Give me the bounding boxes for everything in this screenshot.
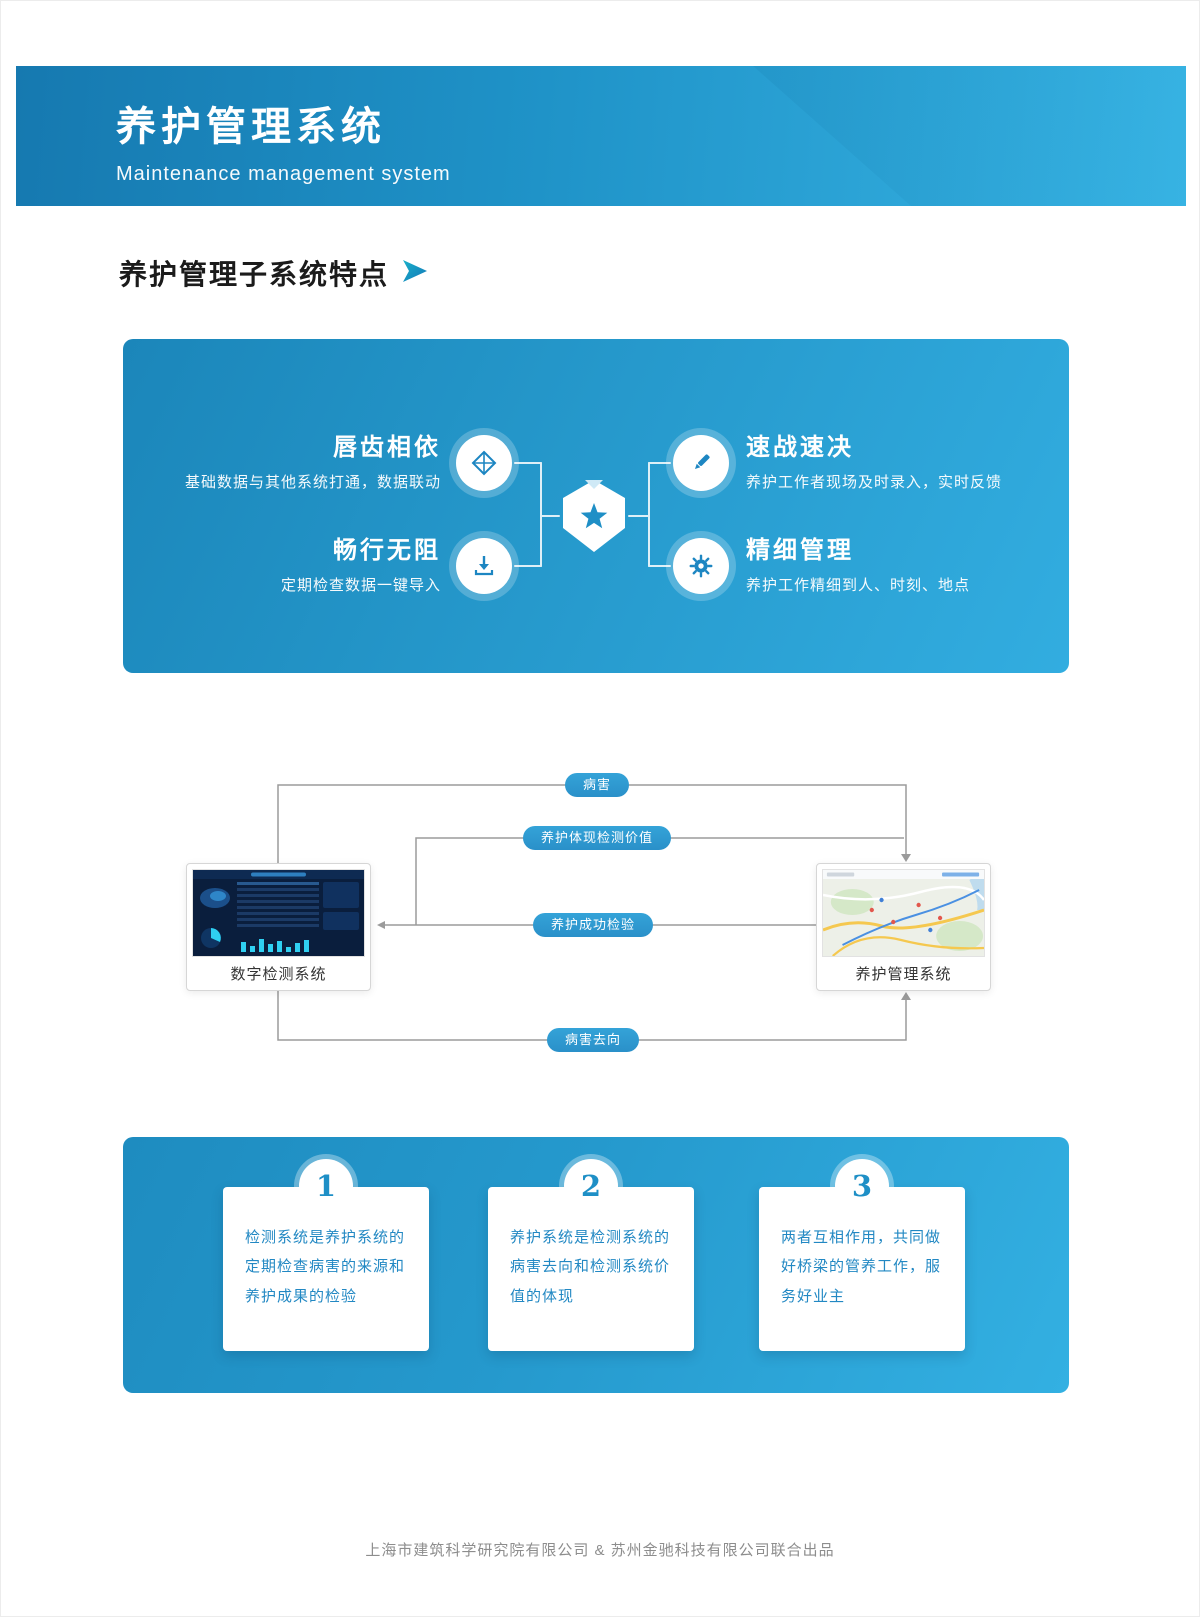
flow-label-disease-destination: 病害去向 <box>546 1028 640 1052</box>
dashboard-thumbnail <box>192 869 365 957</box>
step-card-1: 1 检测系统是养护系统的定期检查病害的来源和养护成果的检验 <box>223 1159 429 1351</box>
download-icon <box>456 538 512 594</box>
header-banner: 养护管理系统 Maintenance management system <box>16 66 1186 206</box>
step-number-badge: 1 <box>299 1159 353 1213</box>
steps-panel: 1 检测系统是养护系统的定期检查病害的来源和养护成果的检验 2 养护系统是检测系… <box>123 1137 1069 1393</box>
flow-connector-lines <box>277 784 911 1041</box>
flow-label-maintenance-reflects-detection-value: 养护体现检测价值 <box>522 826 672 850</box>
feature-item-import: 畅行无阻 定期检查数据一键导入 <box>141 530 441 595</box>
step-text: 养护系统是检测系统的病害去向和检测系统价值的体现 <box>510 1229 671 1305</box>
feature-item-fine-management: 精细管理 养护工作精细到人、时刻、地点 <box>746 530 1046 595</box>
feature-item-realtime: 速战速决 养护工作者现场及时录入，实时反馈 <box>746 427 1046 492</box>
feature-connector-lines <box>514 462 671 567</box>
feature-title: 精细管理 <box>746 537 854 564</box>
star-badge-icon <box>559 478 629 559</box>
step-number-badge: 2 <box>564 1159 618 1213</box>
feature-desc: 基础数据与其他系统打通，数据联动 <box>184 474 441 491</box>
features-panel: 唇齿相依 基础数据与其他系统打通，数据联动 畅行无阻 定期检查数据一键导入 速战… <box>123 339 1069 673</box>
feature-desc: 养护工作精细到人、时刻、地点 <box>746 577 971 594</box>
system-relationship-diagram: 数字检测系统 <box>1 761 1199 1061</box>
map-thumbnail <box>822 869 985 957</box>
step-card-2: 2 养护系统是检测系统的病害去向和检测系统价值的体现 <box>488 1159 694 1351</box>
section-arrow-icon <box>401 259 429 288</box>
section-heading: 养护管理子系统特点 <box>119 253 429 293</box>
section-heading-text: 养护管理子系统特点 <box>119 259 390 290</box>
gear-icon <box>673 538 729 594</box>
page-subtitle: Maintenance management system <box>116 163 451 185</box>
step-text: 两者互相作用，共同做好桥梁的管养工作，服务好业主 <box>781 1229 942 1305</box>
step-number-badge: 3 <box>835 1159 889 1213</box>
step-card-3: 3 两者互相作用，共同做好桥梁的管养工作，服务好业主 <box>759 1159 965 1351</box>
flow-label-disease: 病害 <box>564 773 630 797</box>
footer-credit: 上海市建筑科学研究院有限公司 & 苏州金驰科技有限公司联合出品 <box>365 1542 835 1559</box>
feature-item-data-link: 唇齿相依 基础数据与其他系统打通，数据联动 <box>141 427 441 492</box>
feature-title: 唇齿相依 <box>333 434 441 461</box>
banner-text: 养护管理系统 Maintenance management system <box>116 94 451 186</box>
step-text: 检测系统是养护系统的定期检查病害的来源和养护成果的检验 <box>245 1229 406 1305</box>
feature-desc: 养护工作者现场及时录入，实时反馈 <box>746 474 1003 491</box>
pen-icon <box>673 435 729 491</box>
node-label: 养护管理系统 <box>855 966 952 983</box>
node-label: 数字检测系统 <box>230 966 327 983</box>
node-maintenance-management-system: 养护管理系统 <box>816 863 991 991</box>
feature-desc: 定期检查数据一键导入 <box>280 577 441 594</box>
node-digital-detection-system: 数字检测系统 <box>186 863 371 991</box>
flow-label-maintenance-success-check: 养护成功检验 <box>532 913 654 937</box>
feature-title: 速战速决 <box>746 434 854 461</box>
feature-title: 畅行无阻 <box>333 537 441 564</box>
page-title: 养护管理系统 <box>116 105 386 149</box>
kite-link-icon <box>456 435 512 491</box>
